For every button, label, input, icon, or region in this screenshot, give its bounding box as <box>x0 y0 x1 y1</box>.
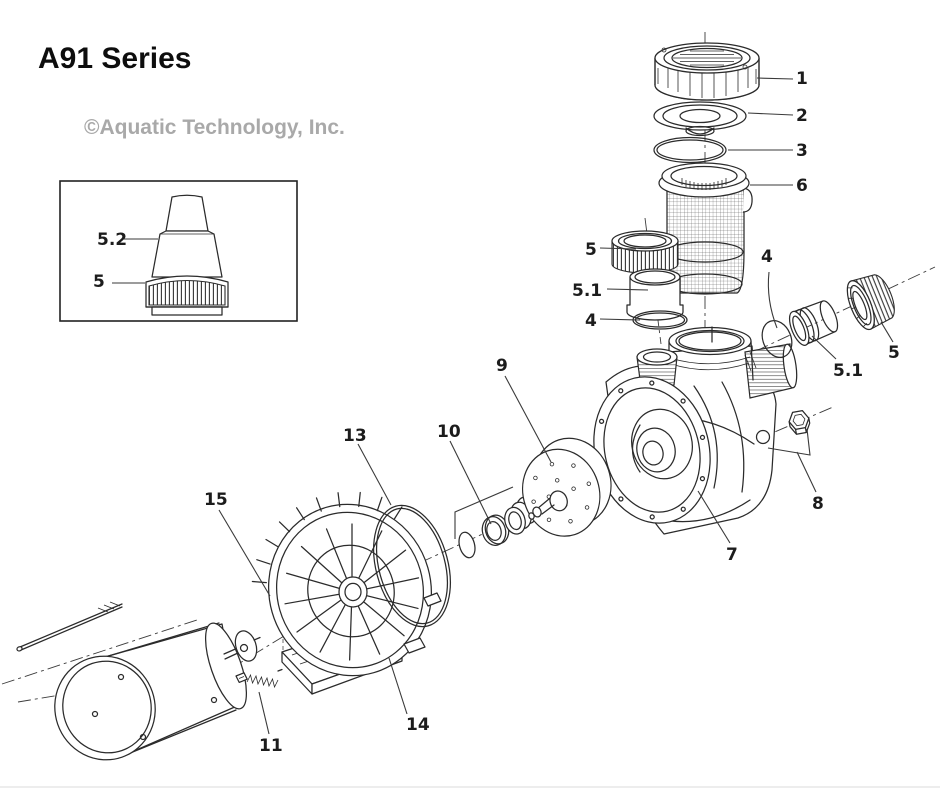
watermark: ©Aquatic Technology, Inc. <box>84 116 345 139</box>
drain-plug <box>755 410 811 445</box>
callout-4-left: 4 <box>585 311 597 331</box>
union-sleeve-right <box>788 300 839 346</box>
lid-oring <box>653 136 727 164</box>
callout-5-left: 5 <box>585 240 597 260</box>
callout-14: 14 <box>406 715 430 735</box>
impeller <box>521 437 612 537</box>
callout-5-inset: 5 <box>93 272 105 292</box>
callout-2: 2 <box>796 106 808 126</box>
union-sleeve-left <box>626 268 684 321</box>
callout-leader-lines <box>218 77 894 735</box>
lid-lock-ring <box>654 42 760 101</box>
mounting-screw <box>235 668 283 689</box>
union-oring-right <box>761 319 793 359</box>
callout-9: 9 <box>496 356 508 376</box>
page-title: A91 Series <box>38 42 192 75</box>
callout-1: 1 <box>796 69 808 89</box>
motor-shaft-rod <box>16 601 123 652</box>
inset-detail-box <box>59 180 298 322</box>
callout-3: 3 <box>796 141 808 161</box>
union-nut-right <box>846 274 895 331</box>
callout-10: 10 <box>437 422 461 442</box>
callout-5-1-left: 5.1 <box>572 281 603 301</box>
union-nut-left <box>611 230 679 274</box>
callout-7: 7 <box>726 545 738 565</box>
callout-5-right: 5 <box>888 343 900 363</box>
callout-11: 11 <box>259 736 283 756</box>
seal-plate-fins <box>251 491 403 584</box>
housing-oring <box>373 504 451 628</box>
housing-front-flange <box>593 376 711 524</box>
callout-13: 13 <box>343 426 367 446</box>
motor <box>54 622 248 761</box>
clear-lid <box>653 101 747 137</box>
callout-8: 8 <box>812 494 824 514</box>
lock-ring-lobes <box>657 60 757 98</box>
seal-plate-bracket <box>251 491 442 695</box>
pump-housing <box>593 326 798 535</box>
strainer-basket <box>658 162 753 295</box>
callout-15: 15 <box>204 490 228 510</box>
inset-drain-plug <box>145 194 229 316</box>
shaft-slinger <box>223 630 261 662</box>
callout-5-2-inset: 5.2 <box>97 230 128 250</box>
callout-6: 6 <box>796 176 808 196</box>
callout-4-right: 4 <box>761 247 773 267</box>
callout-5-1-right: 5.1 <box>833 361 864 381</box>
bottom-rule <box>0 786 940 788</box>
